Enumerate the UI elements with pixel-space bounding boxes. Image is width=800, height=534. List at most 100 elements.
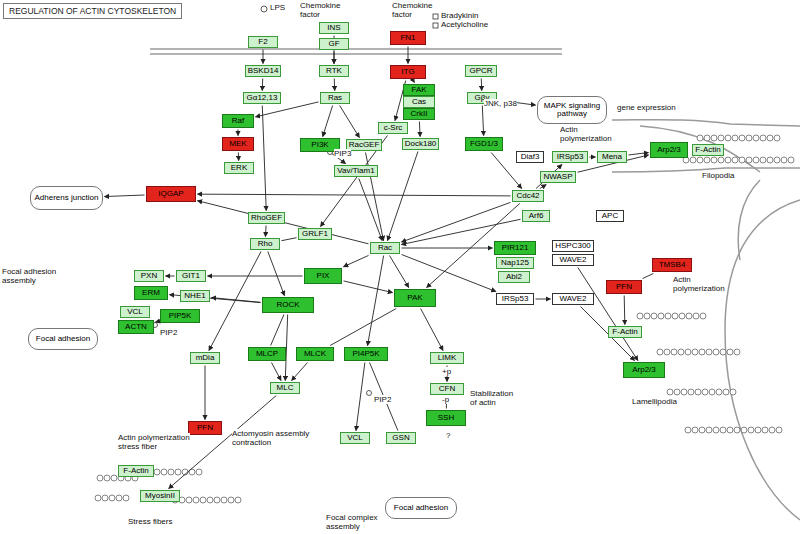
label-text: ? [446,431,450,440]
node-label: F-Actin [612,328,637,336]
actin-bead [637,313,643,319]
connector-arrow [105,195,145,197]
node-label: Abi2 [506,273,522,281]
node-label: FAK [411,86,426,94]
connector-arrow [156,321,159,323]
upregulated-gene-box: PAK [394,289,436,307]
label-text: PIP2 [374,395,391,404]
actin-bead [774,135,780,141]
connector-arrow [208,276,303,277]
label-text: Stress fibers [128,517,172,526]
upregulated-gene-box: FAK [403,84,435,96]
actin-bead [695,389,701,395]
node-label: SSH [438,414,454,422]
node-label: RhoGEF [251,214,282,222]
node-label: PXN [141,272,157,280]
label-text: Actin polymerization [673,275,725,293]
gene-box: Abi2 [498,271,530,283]
node-label: F-Actin [123,467,148,475]
connector-arrow [209,252,261,351]
connector-arrow [330,309,396,346]
actin-bead [718,135,724,141]
actin-bead [732,135,738,141]
actin-bead [697,135,703,141]
actin-bead [713,427,719,433]
annotation: PIP2 [374,396,404,405]
actin-bead [767,135,773,141]
actin-bead [692,349,698,355]
node-label: Diaf3 [521,153,540,161]
downregulated-gene-box: MEK [222,137,254,151]
connector-arrow [408,47,409,64]
gene-box: Ras [320,92,350,104]
actin-bead [711,135,717,141]
actin-bead [154,469,160,475]
actin-bead [678,349,684,355]
node-label: GRLF1 [302,230,328,238]
connector-arrow [282,238,297,241]
node-label: Adherens junction [34,194,98,202]
connector-arrow [340,106,360,138]
actin-bead [753,135,759,141]
connector-arrow [356,363,365,431]
downregulated-gene-box: FN1 [390,31,426,45]
gene-box: MyosinII [140,490,180,502]
gene-box: Vav/Tiam1 [334,165,378,177]
connector-arrow [323,106,333,137]
actin-bead [186,497,192,503]
gene-box: APC [596,210,624,222]
connector-arrow [198,201,369,244]
pathway-box: MAPK signaling pathway [537,96,607,124]
actin-bead [720,427,726,433]
connector-arrow [205,366,206,420]
label-text: LPS [270,3,285,12]
actin-bead [692,427,698,433]
actin-bead [755,427,761,433]
connector-arrow [265,226,267,237]
node-label: MLCP [256,350,278,358]
actin-bead [767,157,773,163]
connector-arrow [402,254,496,291]
actin-bead [104,475,110,481]
annotation: Lamellipodia [632,398,702,407]
connector-arrow [344,255,369,266]
node-label: VCL [347,434,363,442]
upregulated-gene-box: PI4P5K [344,347,388,361]
gene-box: GPCR [465,65,497,77]
node-label: mDia [196,354,215,362]
node-label: PFN [197,424,213,432]
node-label: TMSB4 [659,261,686,269]
connector-arrow [624,296,626,325]
gene-box: HSPC300 [552,240,594,252]
actin-bead [690,157,696,163]
node-label: PFN [616,283,632,291]
node-label: RTK [326,67,342,75]
node-label: Ras [328,94,342,102]
gene-box: BSKD14 [245,65,281,77]
label-text: Acetylcholine [441,20,488,29]
node-label: MEK [229,140,246,148]
actin-bead [700,313,706,319]
actin-bead [739,157,745,163]
connector-arrow [643,274,654,279]
connector-arrow [238,153,239,161]
annotation: Stabilization of actin [470,390,520,408]
actin-bead [688,389,694,395]
label-text: Actin polymerization stress fiber [118,433,190,451]
actin-bead [746,157,752,163]
upregulated-gene-box: Raf [222,114,254,128]
node-label: Arf6 [529,212,544,220]
node-label: BSKD14 [248,67,279,75]
node-label: Focal adhesion [36,335,90,343]
node-label: Gα12,13 [247,94,278,102]
node-label: IQGAP [158,190,183,198]
node-label: c-Src [384,124,403,132]
annotation: +p [442,368,462,377]
gene-box: RacGEF [346,139,382,151]
node-label: Vav/Tiam1 [337,167,374,175]
label-text: Chemokine factor [392,1,432,19]
upregulated-gene-box: PIP5K [160,309,200,323]
gene-box: Arf6 [522,210,550,222]
node-label: CFN [439,385,455,393]
actin-bead [704,135,710,141]
